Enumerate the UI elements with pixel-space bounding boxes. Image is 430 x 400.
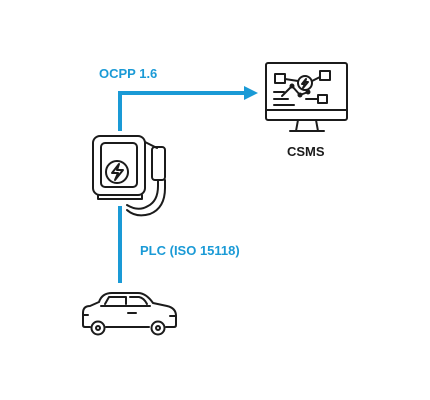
ocpp-protocol-label: OCPP 1.6: [99, 66, 158, 81]
connection-ocpp: [118, 86, 258, 131]
monitor-dashboard-icon: [265, 62, 348, 132]
csms-label: CSMS: [287, 144, 325, 159]
ev-charger-icon: [92, 135, 166, 217]
plc-protocol-label: PLC (ISO 15118): [140, 243, 240, 258]
car-icon: [82, 292, 177, 336]
arrowhead-icon: [244, 86, 258, 100]
ocpp-connector-line: [118, 91, 246, 131]
